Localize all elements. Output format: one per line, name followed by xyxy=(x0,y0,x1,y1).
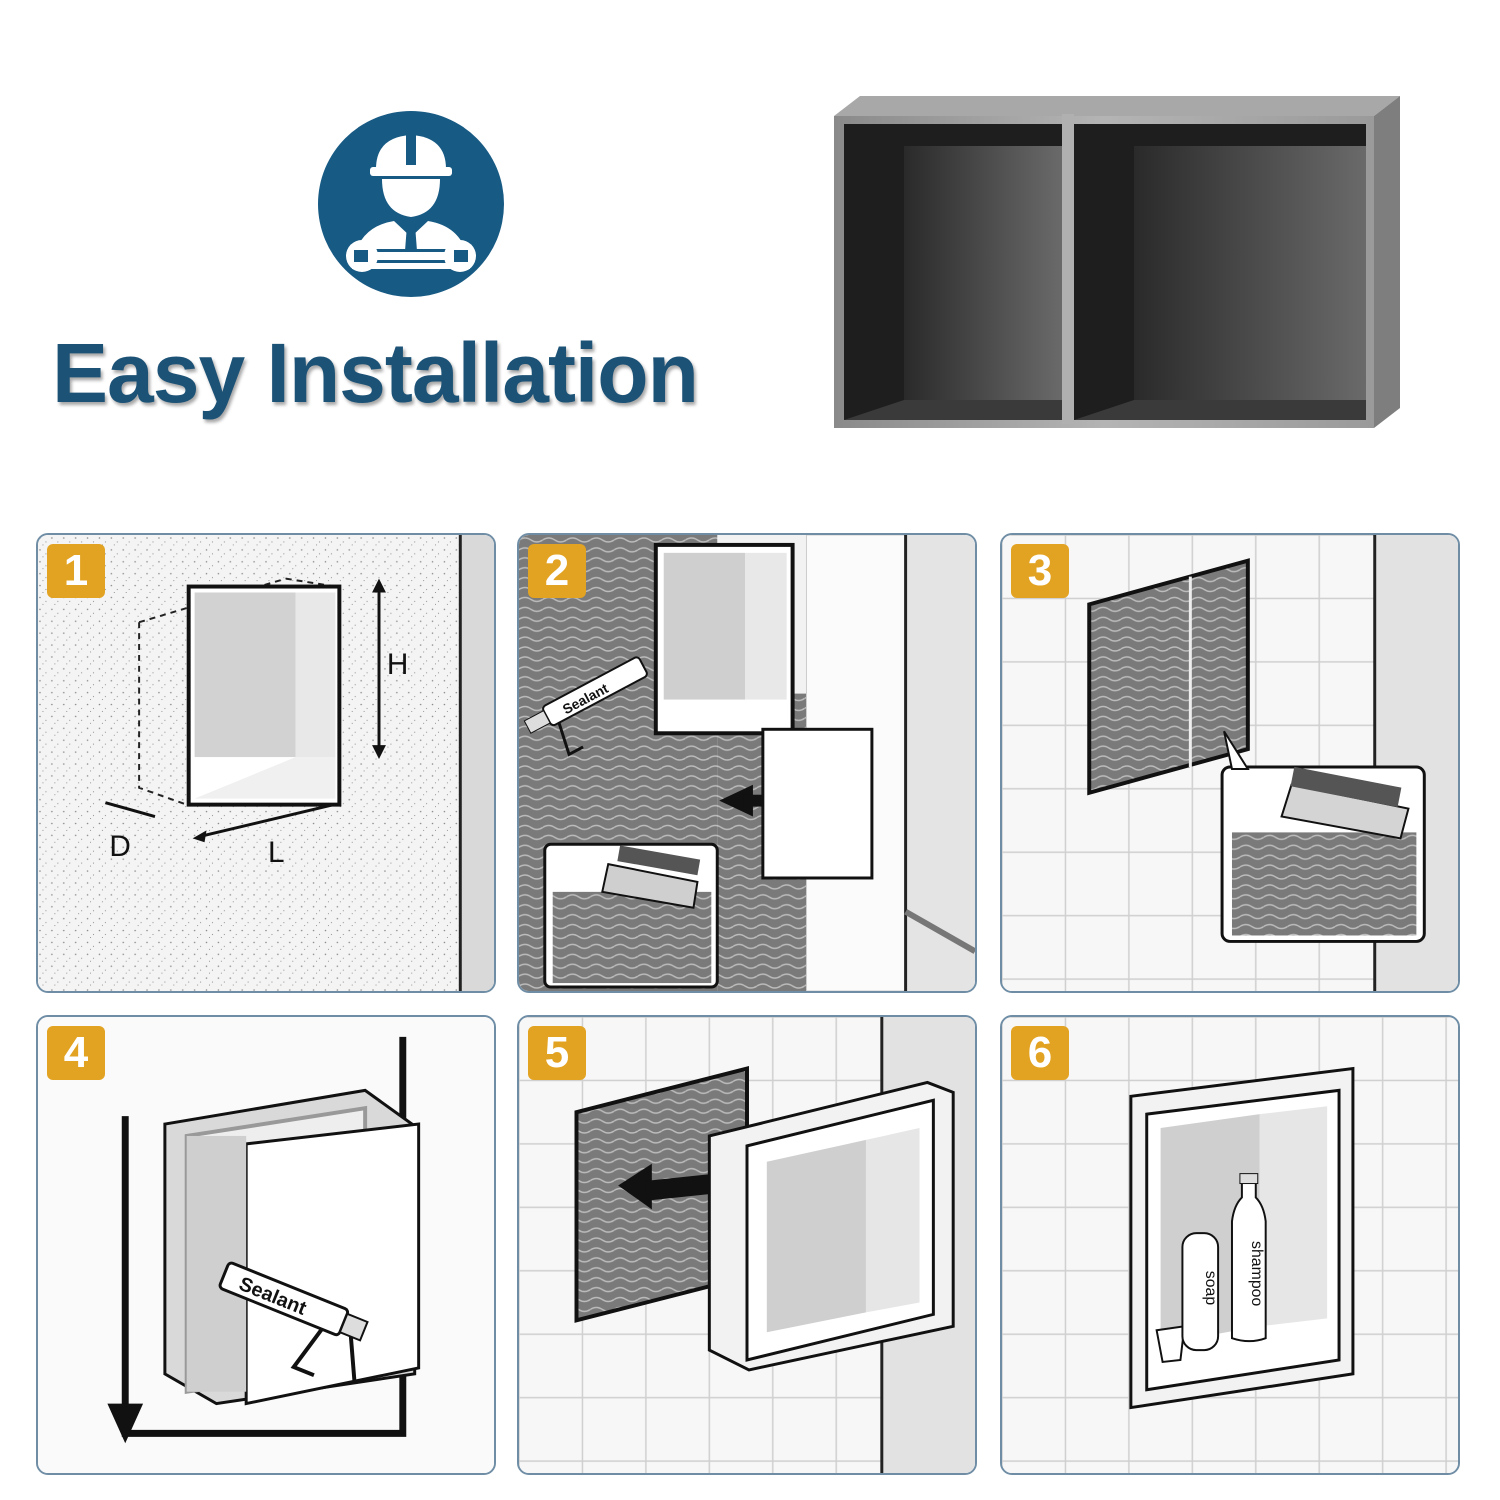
height-label: H xyxy=(387,648,408,681)
step-2-panel: 2 Sealant xyxy=(517,533,977,993)
step-number-badge: 2 xyxy=(528,544,586,598)
step-4-panel: 4 Sealant xyxy=(36,1015,496,1475)
step-number-badge: 5 xyxy=(528,1026,586,1080)
spread-adhesive-in-opening-illustration xyxy=(1002,535,1458,991)
step-1-panel: 1 H L D xyxy=(36,533,496,993)
step-number-badge: 6 xyxy=(1011,1026,1069,1080)
apply-adhesive-illustration: Sealant xyxy=(519,535,975,991)
step-6-panel: 6 soap shampoo xyxy=(1000,1015,1460,1475)
step-3-panel: 3 xyxy=(1000,533,1460,993)
measure-wall-opening-illustration: H L D xyxy=(38,535,494,991)
soap-bottle-label: soap xyxy=(1202,1271,1219,1306)
page-title: Easy Installation xyxy=(52,326,699,420)
step-number-badge: 1 xyxy=(47,544,105,598)
shower-niche-product-image xyxy=(834,96,1400,428)
depth-label: D xyxy=(109,830,130,863)
step-5-panel: 5 xyxy=(517,1015,977,1475)
worker-with-wrench-icon xyxy=(318,111,504,297)
insert-niche-illustration xyxy=(519,1017,975,1473)
finished-niche-with-toiletries-illustration: soap shampoo xyxy=(1002,1017,1458,1473)
length-label: L xyxy=(268,836,285,869)
apply-sealant-around-niche-illustration: Sealant xyxy=(38,1017,494,1473)
shampoo-bottle-label: shampoo xyxy=(1248,1241,1265,1306)
step-number-badge: 3 xyxy=(1011,544,1069,598)
step-number-badge: 4 xyxy=(47,1026,105,1080)
